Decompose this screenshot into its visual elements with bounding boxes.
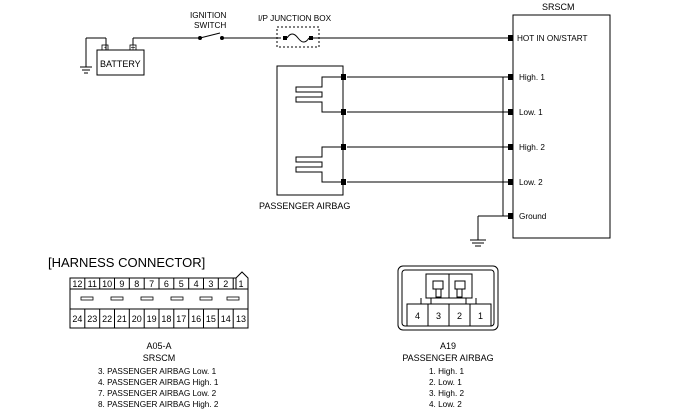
fuse-symbol [276, 26, 320, 48]
srscm-pin-high-2: High. 2 [519, 143, 545, 152]
a19-pin-number: 1 [478, 311, 483, 321]
connector-a19 [397, 265, 499, 331]
srscm-pin-hot-in: HOT IN ON/START [517, 34, 588, 43]
battery-plus-sign: + [131, 43, 136, 52]
a19-pin-desc: 1. High. 1 [429, 367, 464, 376]
ignition-switch-symbol [198, 32, 224, 40]
a05-pin-number: 24 [72, 314, 82, 324]
a19-pin-desc: 3. High. 2 [429, 389, 464, 398]
a05-pin-number: 6 [164, 279, 169, 289]
battery-label: BATTERY [100, 59, 141, 69]
a05-pin-number: 23 [87, 314, 97, 324]
connector-a05-a-top-numbers: 12 11 10 9 8 7 6 5 4 3 2 1 [72, 279, 243, 289]
connector-a05-a [69, 271, 249, 329]
srscm-pin-high-1: High. 1 [519, 73, 545, 82]
a05-pin-number: 1 [238, 279, 243, 289]
srscm-pin-ground: Ground [519, 212, 547, 221]
srscm-pin-terminals [508, 35, 513, 219]
a05-pin-number: 14 [221, 314, 231, 324]
a05-connector-name: A05-A [146, 341, 171, 351]
a05-connector-title: SRSCM [143, 353, 176, 363]
srscm-label: SRSCM [542, 2, 575, 12]
a05-pin-number: 11 [88, 279, 97, 289]
a05-pin-number: 16 [191, 314, 201, 324]
a05-pin-number: 13 [236, 314, 246, 324]
battery-minus-sign: - [104, 43, 107, 52]
a05-pin-number: 2 [223, 279, 228, 289]
a05-pin-number: 12 [72, 279, 82, 289]
srscm-ground-symbol [470, 215, 508, 247]
a05-pin-desc: 4. PASSENGER AIRBAG High. 1 [98, 378, 219, 387]
harness-connector-heading: [HARNESS CONNECTOR] [48, 255, 205, 270]
a05-pin-number: 20 [132, 314, 142, 324]
a19-pin-desc: 4. Low. 2 [429, 400, 462, 409]
a05-pin-number: 7 [149, 279, 154, 289]
a05-pin-number: 15 [206, 314, 216, 324]
a19-pin-number: 3 [436, 311, 441, 321]
a05-pin-number: 19 [147, 314, 157, 324]
a19-connector-name: A19 [440, 341, 456, 351]
connector-a05-a-bottom-numbers: 24 23 22 21 20 19 18 17 16 15 14 13 [72, 314, 246, 324]
a05-pin-number: 22 [102, 314, 112, 324]
a05-pin-desc: 3. PASSENGER AIRBAG Low. 1 [98, 367, 217, 376]
a05-pin-number: 4 [194, 279, 199, 289]
battery-ground-symbol [80, 38, 92, 74]
airbag-signal-wires [347, 76, 508, 183]
a05-pin-number: 5 [179, 279, 184, 289]
ignition-label: IGNITION [190, 11, 226, 20]
passenger-airbag-label: PASSENGER AIRBAG [259, 201, 350, 211]
passenger-airbag-module [276, 65, 346, 196]
a19-connector-title: PASSENGER AIRBAG [402, 353, 493, 363]
a19-pin-number: 4 [415, 311, 420, 321]
a05-pin-desc: 7. PASSENGER AIRBAG Low. 2 [98, 389, 217, 398]
a05-pin-number: 10 [102, 279, 112, 289]
a05-pin-number: 3 [208, 279, 213, 289]
a05-pin-desc: 8. PASSENGER AIRBAG High. 2 [98, 400, 219, 409]
srscm-module-box [512, 14, 611, 239]
a05-pin-number: 8 [134, 279, 139, 289]
srscm-pin-low-1: Low. 1 [519, 108, 543, 117]
a05-pin-number: 18 [161, 314, 171, 324]
a05-pin-number: 17 [176, 314, 186, 324]
a19-pin-desc: 2. Low. 1 [429, 378, 462, 387]
a05-pin-number: 9 [119, 279, 124, 289]
battery-symbol [96, 49, 145, 76]
srscm-pin-low-2: Low. 2 [519, 178, 543, 187]
a05-pin-number: 21 [117, 314, 127, 324]
a19-pin-number: 2 [457, 311, 462, 321]
ip-junction-box-label: I/P JUNCTION BOX [258, 14, 332, 23]
switch-label: SWITCH [194, 21, 226, 30]
